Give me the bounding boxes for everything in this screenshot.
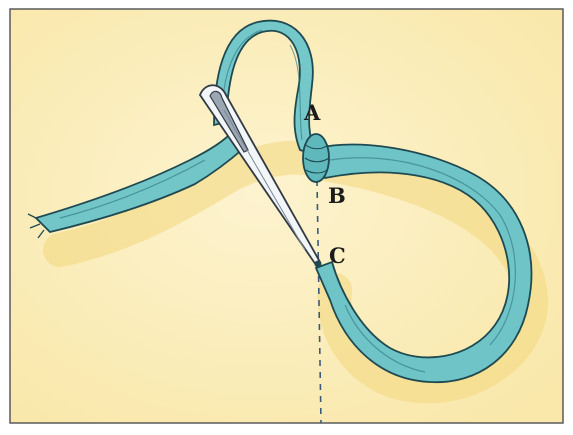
label-a: A: [303, 100, 321, 125]
point-c-marker: [315, 261, 322, 268]
label-b: B: [328, 183, 346, 208]
label-c: C: [329, 243, 346, 268]
thread-knot: [303, 134, 329, 182]
